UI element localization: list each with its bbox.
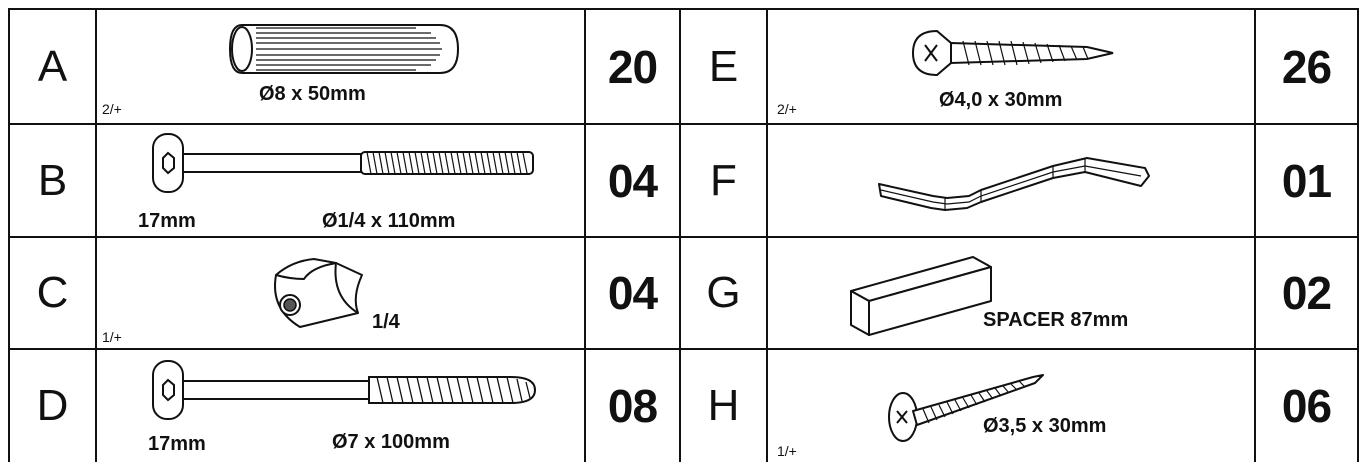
part-letter-e: E (708, 41, 739, 91)
part-d-quantity: 08 (607, 379, 658, 432)
part-c-quantity: 04 (607, 267, 658, 319)
part-h-size: Ø3,5 x 30mm (983, 415, 1107, 437)
part-a-picture: Ø8 x 50mm 2/+ (96, 9, 585, 124)
part-h-picture: Ø3,5 x 30mm 1/+ (767, 349, 1255, 462)
countersunk-wood-screw-icon (911, 29, 1114, 77)
part-letter-b: B (37, 155, 68, 205)
part-letter-h: H (707, 380, 740, 430)
part-h-quantity: 06 (1281, 379, 1332, 432)
part-letter-d: D (36, 380, 69, 430)
part-b-head-size: 17mm (138, 210, 196, 232)
allen-key-icon (878, 157, 1150, 211)
part-h-note: 1/+ (777, 443, 797, 459)
part-letter-c: C (36, 268, 69, 317)
part-b-picture: 17mm Ø1/4 x 110mm (96, 124, 585, 237)
part-e-note: 2/+ (777, 101, 797, 117)
part-c-size: 1/4 (372, 311, 400, 333)
part-c-note: 1/+ (102, 329, 122, 345)
part-d-head-size: 17mm (148, 433, 206, 455)
part-e-quantity: 26 (1281, 40, 1332, 93)
part-letter-a: A (37, 41, 68, 91)
part-g-size: SPACER 87mm (983, 309, 1129, 331)
part-letter-g: G (706, 268, 741, 317)
part-f-quantity: 01 (1281, 154, 1332, 207)
part-d-size: Ø7 x 100mm (332, 431, 450, 453)
washer-head-screw-icon (888, 374, 1044, 442)
part-d-picture: 17mm Ø7 x 100mm (96, 349, 585, 462)
part-e-picture: Ø4,0 x 30mm 2/+ (767, 9, 1255, 124)
connector-bolt-icon (152, 133, 534, 193)
part-b-quantity: 04 (607, 154, 658, 207)
part-g-quantity: 02 (1281, 267, 1332, 319)
part-f-picture (767, 124, 1255, 237)
part-e-size: Ø4,0 x 30mm (939, 89, 1063, 111)
barrel-nut-icon (274, 258, 363, 328)
part-b-size: Ø1/4 x 110mm (322, 210, 456, 232)
part-a-note: 2/+ (102, 101, 122, 117)
part-g-picture: SPACER 87mm (767, 237, 1255, 349)
wooden-dowel-icon (228, 24, 460, 74)
part-a-size: Ø8 x 50mm (259, 83, 366, 105)
connector-wood-screw-icon (152, 360, 537, 420)
wooden-spacer-block-icon (850, 256, 992, 336)
part-letter-f: F (710, 155, 737, 205)
part-c-picture: 1/4 1/+ (96, 237, 585, 349)
part-a-quantity: 20 (607, 40, 658, 93)
